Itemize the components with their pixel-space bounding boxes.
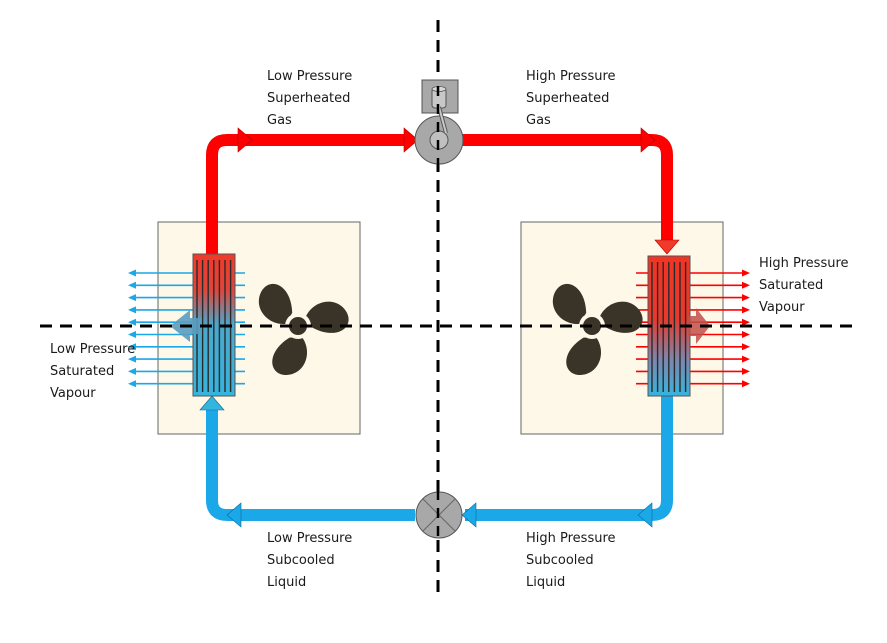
flow-arrow-icon xyxy=(199,395,225,411)
label-line: High Pressure xyxy=(759,256,849,271)
airflow-arrowhead-icon xyxy=(128,367,136,375)
airflow-arrowhead-icon xyxy=(128,380,136,388)
label-line: Liquid xyxy=(267,575,306,590)
label-line: High Pressure xyxy=(526,69,616,84)
airflow-arrowhead-icon xyxy=(128,294,136,302)
airflow-arrowhead-icon xyxy=(742,318,750,326)
label-hp-saturated-vapour: High Pressure Saturated Vapour xyxy=(759,256,849,315)
airflow-arrowhead-icon xyxy=(128,306,136,314)
label-hp-subcooled-liquid: High Pressure Subcooled Liquid xyxy=(526,531,616,590)
fan-hub xyxy=(289,317,307,335)
airflow-arrowhead-icon xyxy=(742,367,750,375)
label-line: Gas xyxy=(267,113,292,128)
label-lp-saturated-vapour: Low Pressure Saturated Vapour xyxy=(50,342,135,401)
airflow-arrowhead-icon xyxy=(128,269,136,277)
label-line: Low Pressure xyxy=(267,531,352,546)
label-line: Subcooled xyxy=(267,553,335,568)
flow-arrow-icon xyxy=(237,127,253,153)
flow-arrow-icon xyxy=(403,127,419,153)
airflow-arrowhead-icon xyxy=(742,306,750,314)
airflow-arrowhead-icon xyxy=(128,355,136,363)
pipe-lp-gas xyxy=(206,134,410,254)
airflow-arrowhead-icon xyxy=(742,380,750,388)
airflow-arrowhead-icon xyxy=(128,331,136,338)
flow-arrow-icon xyxy=(461,502,477,528)
fan-blade xyxy=(305,301,349,333)
label-line: Liquid xyxy=(526,575,565,590)
fan-blade xyxy=(566,337,601,376)
condenser-output-arrow-icon xyxy=(688,308,710,344)
label-line: Saturated xyxy=(50,364,114,379)
airflow-arrowhead-icon xyxy=(128,281,136,289)
airflow-arrowhead-icon xyxy=(128,318,136,326)
label-line: Low Pressure xyxy=(267,69,352,84)
label-line: Gas xyxy=(526,113,551,128)
airflow-arrowhead-icon xyxy=(742,355,750,363)
label-hp-superheated-gas: High Pressure Superheated Gas xyxy=(526,69,616,128)
fan-blade xyxy=(272,337,307,376)
airflow-arrowhead-icon xyxy=(742,294,750,302)
flow-arrow-icon xyxy=(654,239,680,255)
label-line: Superheated xyxy=(267,91,350,106)
airflow-arrowhead-icon xyxy=(742,343,750,351)
label-line: Superheated xyxy=(526,91,609,106)
label-line: Subcooled xyxy=(526,553,594,568)
label-line: High Pressure xyxy=(526,531,616,546)
label-line: Vapour xyxy=(759,300,805,315)
airflow-arrowhead-icon xyxy=(742,269,750,277)
fan-blade xyxy=(258,283,293,324)
evaporator-fan-icon xyxy=(258,283,349,376)
airflow-arrowhead-icon xyxy=(128,343,136,351)
label-line: Low Pressure xyxy=(50,342,135,357)
compressor-icon xyxy=(414,79,464,165)
airflow-arrowhead-icon xyxy=(742,281,750,289)
label-line: Vapour xyxy=(50,386,96,401)
label-lp-superheated-gas: Low Pressure Superheated Gas xyxy=(267,69,352,128)
airflow-arrowhead-icon xyxy=(742,331,750,338)
fan-blade xyxy=(552,283,587,324)
label-line: Saturated xyxy=(759,278,823,293)
label-lp-subcooled-liquid: Low Pressure Subcooled Liquid xyxy=(267,531,352,590)
flow-arrow-icon xyxy=(640,127,656,153)
flow-arrow-icon xyxy=(637,502,653,528)
flow-arrow-icon xyxy=(226,502,242,528)
